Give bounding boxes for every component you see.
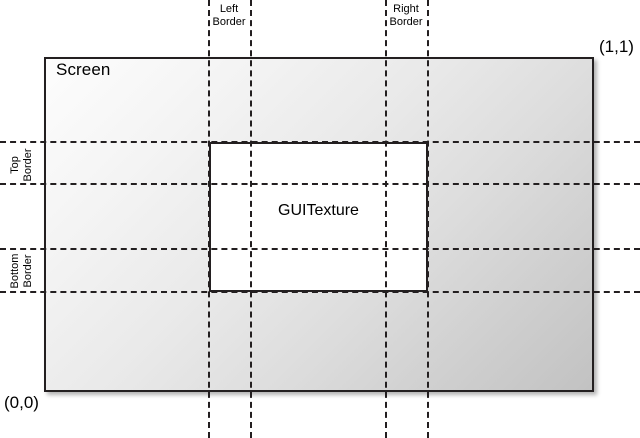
guide-line-right-inner — [385, 0, 387, 438]
top-border-label-stack: Top Border — [9, 142, 35, 188]
guide-line-left-outer — [208, 0, 210, 438]
guide-line-top-outer — [0, 141, 640, 143]
guitexture-rectangle — [209, 142, 428, 292]
right-border-label: Right Border — [384, 3, 428, 29]
bottom-border-label-line1: Bottom — [9, 253, 21, 289]
bottom-border-label: Bottom Border — [0, 254, 45, 289]
top-border-label-line1: Top — [9, 156, 21, 174]
left-border-label-line2: Border — [212, 16, 246, 28]
guide-line-bottom-inner — [0, 248, 640, 250]
guide-line-left-inner — [250, 0, 252, 438]
guide-line-bottom-outer — [0, 291, 640, 293]
guide-line-top-inner — [0, 183, 640, 185]
left-border-label-line1: Left — [219, 3, 239, 15]
right-border-label-line2: Border — [389, 16, 423, 28]
coordinate-label-origin: (0,0) — [4, 393, 39, 412]
top-border-label: Top Border — [0, 148, 45, 181]
top-border-label-line2: Border — [22, 148, 34, 182]
right-border-label-line1: Right — [393, 3, 419, 15]
bottom-border-label-line2: Border — [22, 254, 34, 288]
left-border-label: Left Border — [207, 3, 251, 29]
guitexture-label: GUITexture — [278, 202, 359, 219]
coordinate-label-max: (1,1) — [599, 37, 634, 56]
screen-label: Screen — [56, 60, 111, 79]
bottom-border-label-stack: Bottom Border — [9, 248, 35, 294]
guide-line-right-outer — [427, 0, 429, 438]
